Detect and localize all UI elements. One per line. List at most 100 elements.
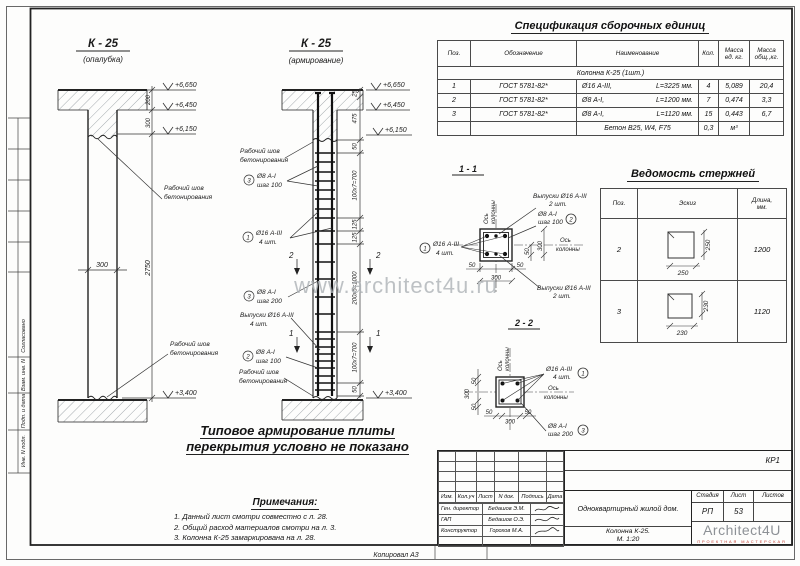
dim-label: 300: [146, 117, 152, 128]
dim-label: 300: [491, 276, 502, 282]
callout-label: 2 шт.: [548, 201, 567, 208]
logo-text: Architect4U: [703, 522, 781, 538]
stage-header: Стадия: [692, 491, 724, 503]
axis-label: колонны: [491, 200, 497, 224]
rods-table-title: Ведомость стержней: [600, 168, 786, 182]
dim-label: 50: [353, 143, 359, 150]
table-row: 3 ГОСТ 5781-82* Ø8 А-I,L=1120 мм. 15 0,4…: [437, 107, 784, 122]
main-note-line: Типовое армирование плиты: [200, 423, 395, 439]
elevation-label: +6,150: [175, 126, 197, 133]
stage-value: РП: [692, 502, 724, 522]
dim-label: 300: [505, 420, 516, 426]
dim-label: 200: [146, 94, 152, 106]
stamp-soglasovano: Согласовано: [21, 319, 27, 353]
axis-label-vertical: Ось колонны: [498, 347, 511, 371]
spec-name: Ø16 А-III,: [582, 83, 612, 90]
rods-pos: 3: [600, 280, 638, 343]
spec-length: L=1200 мм.: [655, 97, 693, 104]
joint-label: бетонирования: [240, 156, 289, 164]
dim-label: 200х5=1000: [353, 271, 359, 306]
spec-cell: 6,7: [749, 107, 784, 122]
dim-label: 50: [525, 248, 531, 255]
main-note-line: перекрытия условно не показано: [186, 439, 409, 456]
table-row: 3 230 230 1120: [600, 280, 787, 343]
spec-length: L=1120 мм.: [656, 111, 693, 118]
title-block: Изм. Кол.уч Лист N док. Подпись Дата Ген…: [437, 450, 793, 547]
table-row: 2 250 250 1200: [600, 218, 787, 281]
spec-cell: Ø8 А-I,L=1200 мм.: [576, 93, 699, 108]
sign-name: Бедашов О.Э.: [482, 514, 531, 526]
joint-label: Рабочий шов: [240, 147, 280, 155]
callout-label: 2 шт.: [552, 293, 571, 300]
spec-col-header: Масса общ.,кг.: [749, 40, 784, 67]
dim-label: 50: [517, 263, 524, 269]
callout-number: 2: [245, 355, 250, 361]
stage-block: Стадия Лист Листов РП 53 Architect4U ПРО…: [692, 491, 792, 544]
spec-cell: 5,089: [718, 79, 750, 94]
table-row: Бетон В25, W4, F75 0,3 м³: [437, 121, 784, 136]
reinforcement-callouts: Рабочий шов бетонирования 3 Ø8 А-I шаг 1…: [239, 141, 333, 397]
dim-label: 50: [472, 377, 478, 384]
spec-table-block: Спецификация сборочных единиц Поз. Обозн…: [437, 20, 784, 136]
document-designation: [565, 471, 792, 491]
dim-label: 2750: [145, 260, 152, 277]
elevation-label: +6,450: [383, 102, 405, 109]
rods-col-header: Поз.: [600, 188, 638, 219]
rods-sketch: 230 230: [637, 280, 738, 343]
joint-label: Рабочий шов: [239, 368, 279, 376]
dim-label: 50: [472, 403, 478, 410]
callout-label: Ø8 А-I: [547, 423, 567, 430]
dim-label: 125: [353, 232, 359, 243]
callout-label: 4 шт.: [436, 250, 454, 257]
rods-table: Поз. Эскиз Длина, мм. 2 250 250 1200 3: [600, 188, 787, 343]
project-name: Одноквартирный жилой дом.: [565, 491, 691, 527]
reinforcement-elevation-marks: [366, 82, 412, 399]
spec-table: Поз. Обозначение Наименование Кол. Масса…: [437, 40, 784, 136]
notes-title: Примечания:: [250, 497, 320, 510]
sketch-dim: 250: [676, 270, 688, 277]
table-row: ГАП Бедашов О.Э.: [438, 514, 564, 526]
formwork-joint-label-bottom: Рабочий шов бетонирования: [106, 340, 219, 398]
watermark: www.architect4u.ru: [293, 273, 498, 298]
axis-label: колонны: [505, 347, 511, 371]
note-item: 3. Колонна К-25 замаркирована на л. 28.: [174, 533, 316, 542]
sheet-frame: [6, 6, 795, 560]
dim-label: 475: [353, 113, 359, 124]
callout-label: шаг 100: [256, 358, 281, 365]
spec-cell: 2: [437, 93, 471, 108]
axis-label: колонны: [544, 395, 568, 401]
spec-cell: ГОСТ 5781-82*: [470, 93, 577, 108]
callout-number: 3: [581, 429, 585, 435]
sign-role: ГАП: [438, 514, 483, 526]
stamp-vzam: Взам. инв. N: [21, 359, 27, 391]
note-item: 1. Данный лист смотри совместно с л. 28.: [174, 512, 328, 521]
spec-cell: Ø16 А-III,L=3225 мм.: [576, 79, 699, 94]
dim-label: 125: [353, 219, 359, 230]
table-row: Ген. директор Бедашов Э.М.: [438, 503, 564, 515]
section-1-1-dims: [466, 225, 548, 285]
sketch-dim: 250: [705, 239, 712, 251]
spec-cell: 20,4: [749, 79, 784, 94]
spec-cell: 3,3: [749, 93, 784, 108]
drawing-name-line: Колонна К-25.: [605, 527, 651, 535]
spec-col-header: Поз.: [437, 40, 471, 67]
signature: [530, 525, 564, 537]
formwork-joint-label-top: Рабочий шов бетонирования: [97, 138, 213, 201]
rev-header: Дата: [546, 491, 564, 503]
joint-label: бетонирования: [170, 349, 219, 357]
elevation-label: +6,650: [383, 82, 405, 89]
spec-cell: [470, 121, 577, 136]
joint-label: бетонирования: [239, 377, 288, 385]
table-row: 1 ГОСТ 5781-82* Ø16 А-III,L=3225 мм. 4 5…: [437, 79, 784, 94]
callout-number: 2: [568, 218, 573, 224]
callout-label: Ø8 А-I: [537, 211, 557, 218]
sketch-dim: 230: [675, 330, 687, 337]
spec-cell: 0,474: [718, 93, 750, 108]
callout-label: 4 шт.: [259, 239, 277, 246]
spec-col-header: Наименование: [576, 40, 699, 67]
spec-cell: 1: [437, 79, 471, 94]
spec-cell: Бетон В25, W4, F75: [576, 121, 699, 136]
formwork-drawing: К - 25 (опалубка) 300 200 300 2750: [57, 38, 219, 423]
